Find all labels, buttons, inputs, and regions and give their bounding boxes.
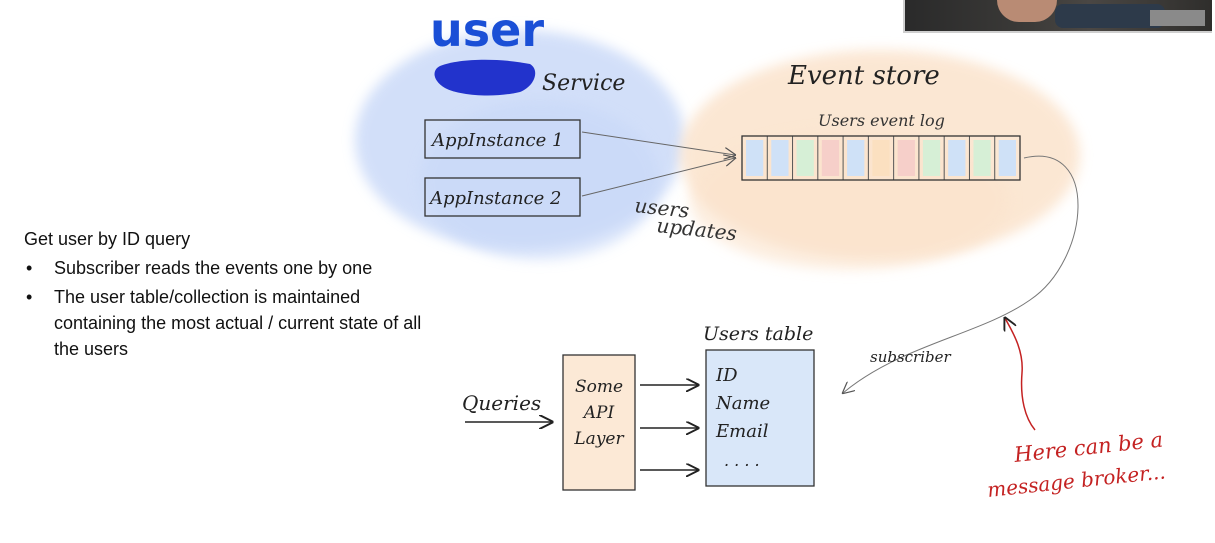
notes-bullet-2: The user table/collection is maintained … [26, 284, 444, 362]
subscriber-label: subscriber [870, 348, 952, 366]
service-subtitle: Service [542, 71, 625, 96]
api-layer-line-2: API [582, 403, 615, 423]
notes-bullet-1: Subscriber reads the events one by one [26, 255, 444, 281]
edge-label-users: users [633, 193, 690, 223]
webcam-shirt [1055, 4, 1165, 28]
app-instance-1: AppInstance 1 [424, 119, 581, 159]
webcam-face [997, 0, 1057, 22]
event-store-title: Event store [787, 61, 940, 91]
table-field-email: Email [715, 421, 769, 442]
event-log-segment [796, 140, 814, 176]
broker-arrow [1005, 318, 1036, 431]
app-instance-1-label: AppInstance 1 [430, 130, 563, 151]
api-layer: Some API Layer [562, 354, 636, 491]
users-table: ID Name Email . . . . [705, 349, 815, 487]
app-instance-2-label: AppInstance 2 [428, 188, 561, 209]
notes-title: Get user by ID query [24, 229, 191, 249]
table-field-name: Name [715, 393, 770, 414]
app-instance-2: AppInstance 2 [424, 177, 581, 217]
api-layer-line-1: Some [575, 377, 623, 397]
table-field-more: . . . . [724, 451, 760, 470]
service-cloud [355, 30, 685, 260]
arrow-instance1-to-log [581, 131, 735, 155]
event-log-segment [897, 140, 915, 176]
event-log-segment [746, 140, 764, 176]
event-log-segment [948, 140, 966, 176]
event-log-segment [847, 140, 865, 176]
event-log-segment [872, 140, 890, 176]
broker-note-line-2: message broker... [986, 459, 1167, 502]
event-log [746, 136, 1021, 180]
event-log-outline [741, 135, 1021, 181]
scribble-mark [434, 59, 536, 96]
notes-panel: Get user by ID query Subscriber reads th… [24, 226, 444, 362]
event-log-segment [922, 140, 941, 176]
webcam-overlay [903, 0, 1212, 33]
service-title: user [430, 3, 544, 57]
subscriber-arrow [843, 155, 1079, 393]
users-table-title: Users table [703, 323, 813, 345]
event-log-segment [973, 140, 991, 176]
webcam-laptop [1150, 10, 1205, 26]
event-log-segment [771, 140, 789, 176]
api-layer-line-3: Layer [573, 429, 624, 449]
event-log-segment [821, 140, 840, 176]
arrow-instance2-to-log [581, 158, 735, 197]
queries-label: Queries [462, 391, 541, 415]
notes-list: Subscriber reads the events one by one T… [24, 255, 444, 362]
event-log-segment [998, 140, 1016, 176]
table-field-id: ID [715, 365, 738, 386]
event-log-label: Users event log [818, 111, 945, 130]
